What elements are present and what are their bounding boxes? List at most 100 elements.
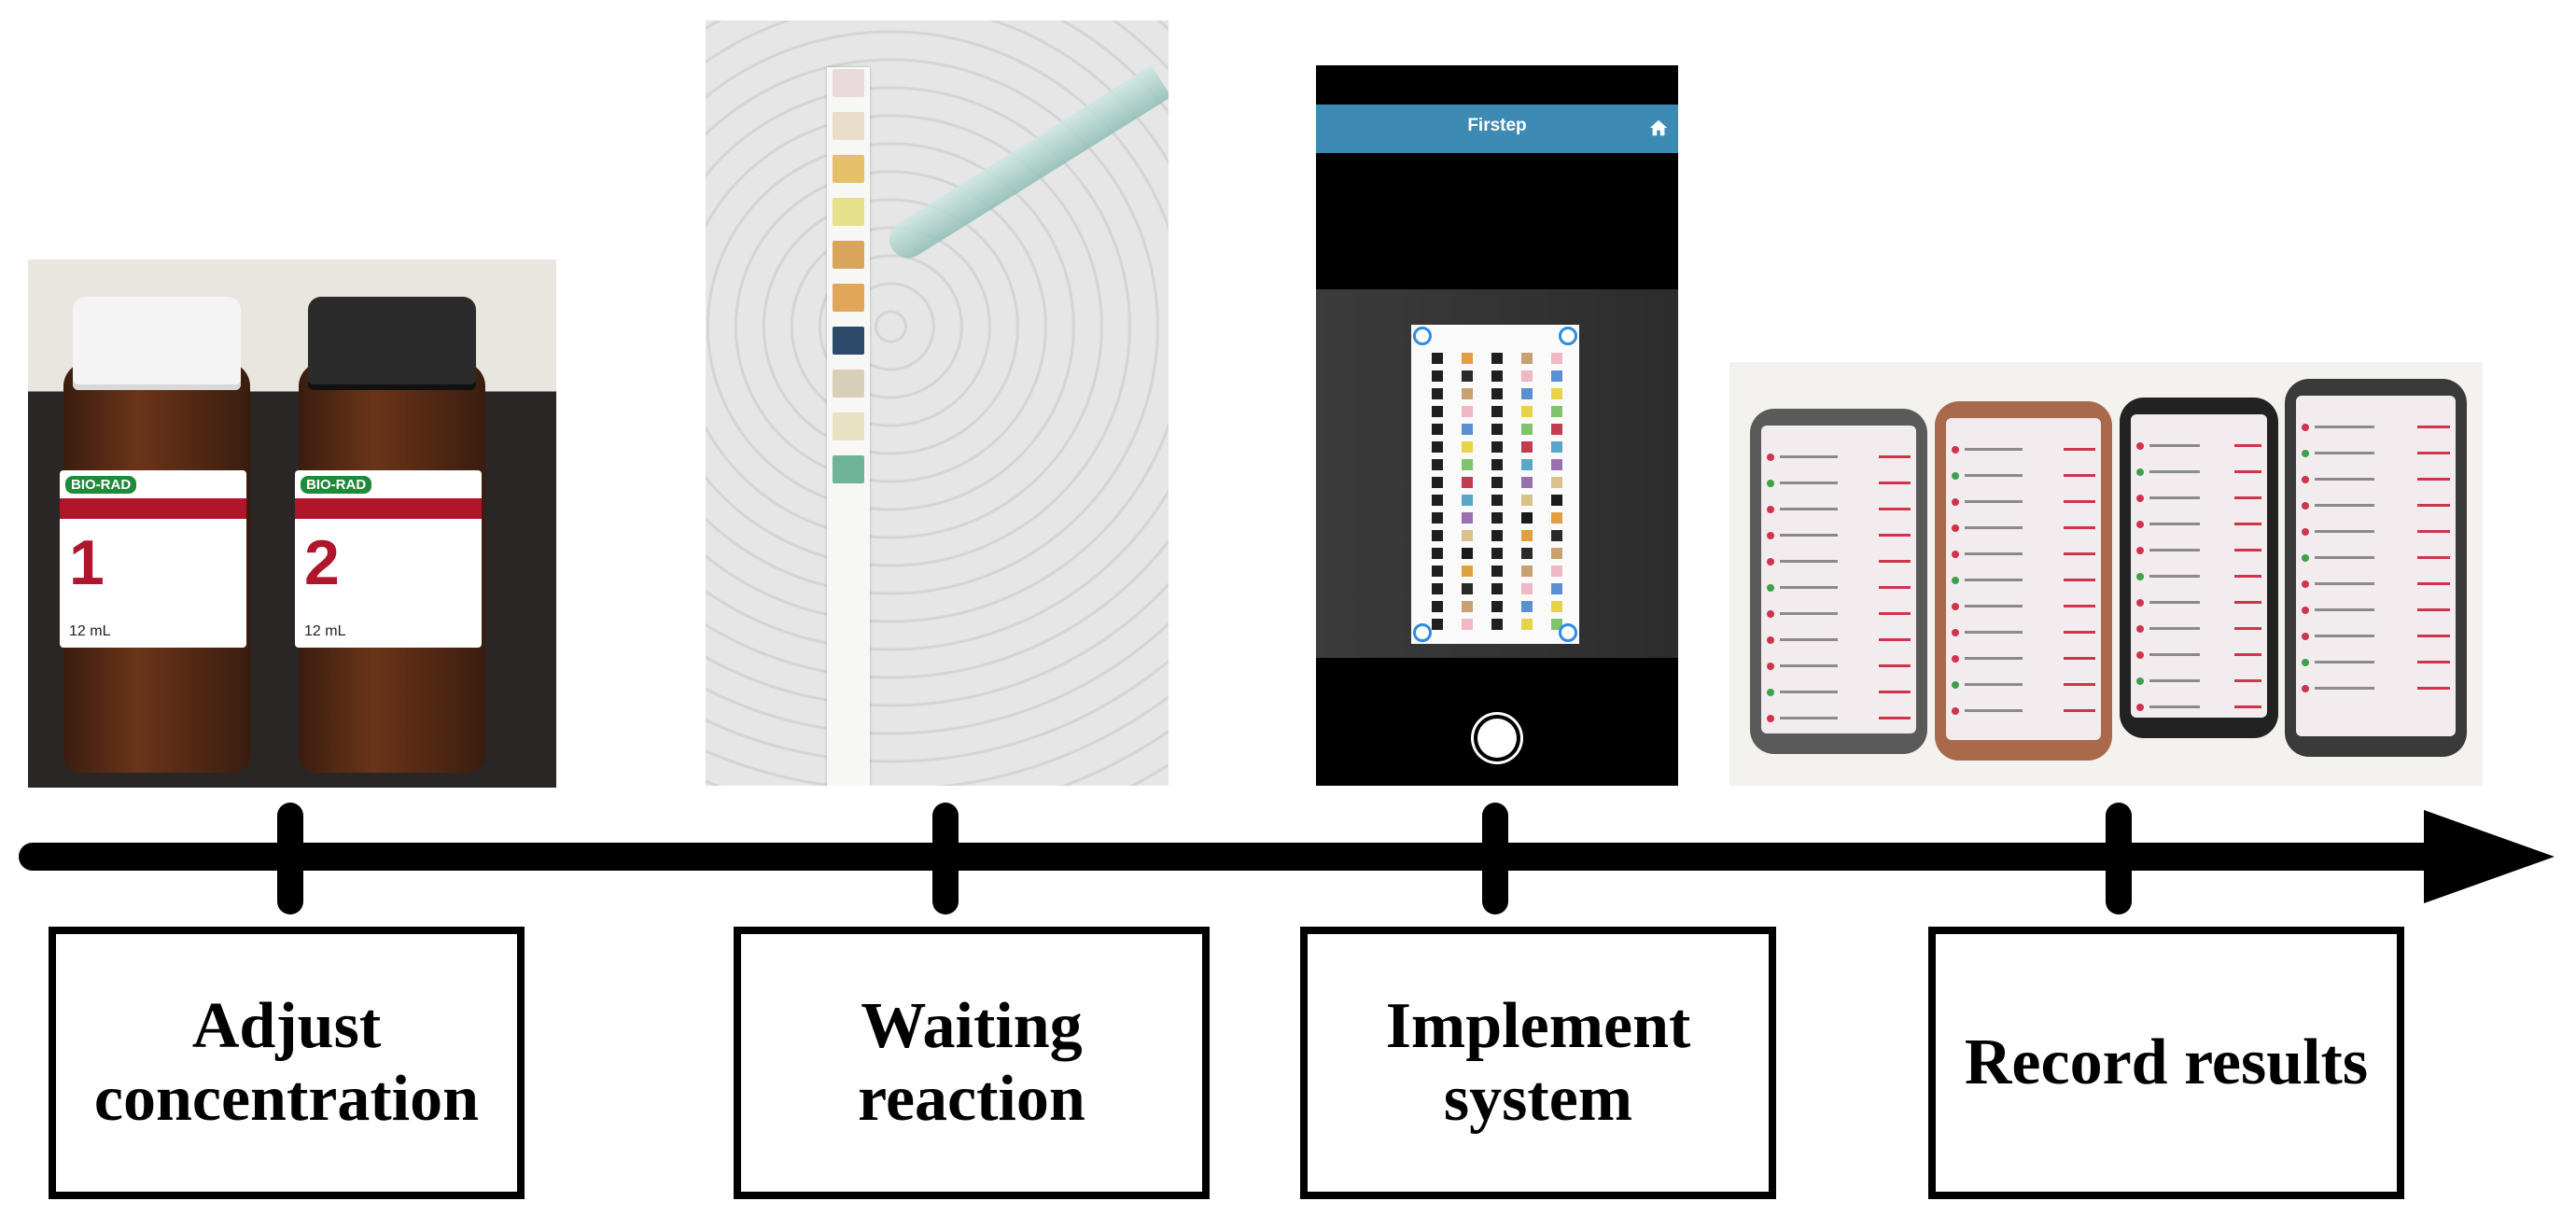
result-name [2149, 627, 2200, 630]
color-swatch [1521, 619, 1533, 630]
result-value [2233, 496, 2261, 499]
camera-preview [1316, 289, 1678, 658]
color-swatch [1551, 441, 1562, 453]
home-icon[interactable] [1648, 118, 1669, 138]
color-swatch [1521, 388, 1533, 399]
result-row [2136, 442, 2261, 450]
result-row [2136, 625, 2261, 633]
color-swatch [1432, 406, 1443, 417]
result-row [2136, 495, 2261, 502]
strip-pad [833, 155, 864, 183]
color-swatch [1551, 512, 1562, 524]
timeline-tick [1482, 803, 1508, 915]
phone-device [2120, 398, 2278, 738]
color-swatch [1551, 459, 1562, 470]
control-bottles-photo: BIO-RAD 1 12 mL BIO-RAD 2 12 mL [28, 259, 556, 788]
result-name [1965, 631, 2023, 634]
result-name [1965, 526, 2023, 529]
result-name [1780, 586, 1838, 589]
color-swatch [1462, 370, 1473, 382]
result-value [1879, 534, 1911, 537]
color-swatch [1491, 566, 1503, 577]
phone-device [1935, 401, 2112, 761]
result-status-icon [2136, 625, 2144, 633]
result-name [2315, 556, 2374, 559]
result-name [2149, 496, 2200, 499]
result-row [2302, 633, 2450, 640]
color-swatch [1462, 530, 1473, 541]
result-name [2149, 601, 2200, 604]
strip-pad [833, 455, 864, 483]
result-status-icon [2136, 677, 2144, 685]
result-row [2302, 607, 2450, 614]
result-status-icon [1952, 681, 1959, 689]
color-swatch [1462, 388, 1473, 399]
result-status-icon [2136, 468, 2144, 476]
result-name [2315, 582, 2374, 585]
result-value [2064, 474, 2095, 477]
result-name [2315, 635, 2374, 637]
result-row [1767, 558, 1911, 566]
bottle-1-brand: BIO-RAD [65, 476, 137, 494]
result-row [1952, 577, 2095, 584]
result-value [1879, 691, 1911, 693]
alignment-marker [1413, 623, 1432, 642]
result-status-icon [1767, 610, 1774, 618]
bottle-2-red-band [295, 498, 482, 519]
strip-pad [833, 284, 864, 312]
result-status-icon [2136, 442, 2144, 450]
result-name [1780, 717, 1838, 719]
result-value [2233, 523, 2261, 525]
result-value [2064, 657, 2095, 660]
result-name [1965, 552, 2023, 555]
color-swatch [1491, 459, 1503, 470]
alignment-marker [1413, 327, 1432, 345]
step-record-results: Record results [1928, 927, 2404, 1199]
result-value [2417, 426, 2450, 428]
color-swatch [1432, 619, 1443, 630]
phone-device [2285, 379, 2467, 757]
bottle-2-number: 2 [304, 527, 340, 598]
result-row [2302, 476, 2450, 483]
color-swatch [1521, 477, 1533, 488]
result-status-icon [1952, 524, 1959, 532]
timeline-arrowhead [2424, 810, 2555, 903]
color-swatch [1462, 601, 1473, 612]
result-name [1780, 455, 1838, 458]
color-swatch [1521, 406, 1533, 417]
result-name [2149, 679, 2200, 682]
color-swatch [1462, 406, 1473, 417]
result-status-icon [1952, 629, 1959, 636]
result-value [2233, 575, 2261, 578]
result-name [1965, 709, 2023, 712]
app-header: Firstep [1316, 105, 1678, 153]
phone-device [1750, 409, 1927, 754]
color-swatch [1551, 477, 1562, 488]
result-name [1780, 664, 1838, 667]
color-swatch [1491, 424, 1503, 435]
result-row [1767, 715, 1911, 722]
bottle-1-cap [73, 297, 241, 390]
result-value [2417, 530, 2450, 533]
shutter-button[interactable] [1477, 719, 1517, 758]
result-value [2417, 452, 2450, 454]
phone-screen [1946, 418, 2101, 740]
result-name [1780, 560, 1838, 563]
color-reference-chart [1411, 325, 1579, 644]
color-swatch [1521, 370, 1533, 382]
result-name [2315, 530, 2374, 533]
color-swatch [1462, 477, 1473, 488]
color-swatch [1432, 495, 1443, 506]
result-name [2315, 426, 2374, 428]
result-name [2315, 608, 2374, 611]
color-swatch [1491, 370, 1503, 382]
bottle-2-brand: BIO-RAD [301, 476, 372, 494]
result-status-icon [1767, 532, 1774, 539]
result-status-icon [2136, 495, 2144, 502]
color-swatch [1521, 548, 1533, 559]
result-value [2064, 448, 2095, 451]
result-name [1780, 691, 1838, 693]
result-status-icon [2302, 607, 2309, 614]
strip-pad [833, 112, 864, 140]
step-label: Adjust concentration [93, 990, 480, 1135]
